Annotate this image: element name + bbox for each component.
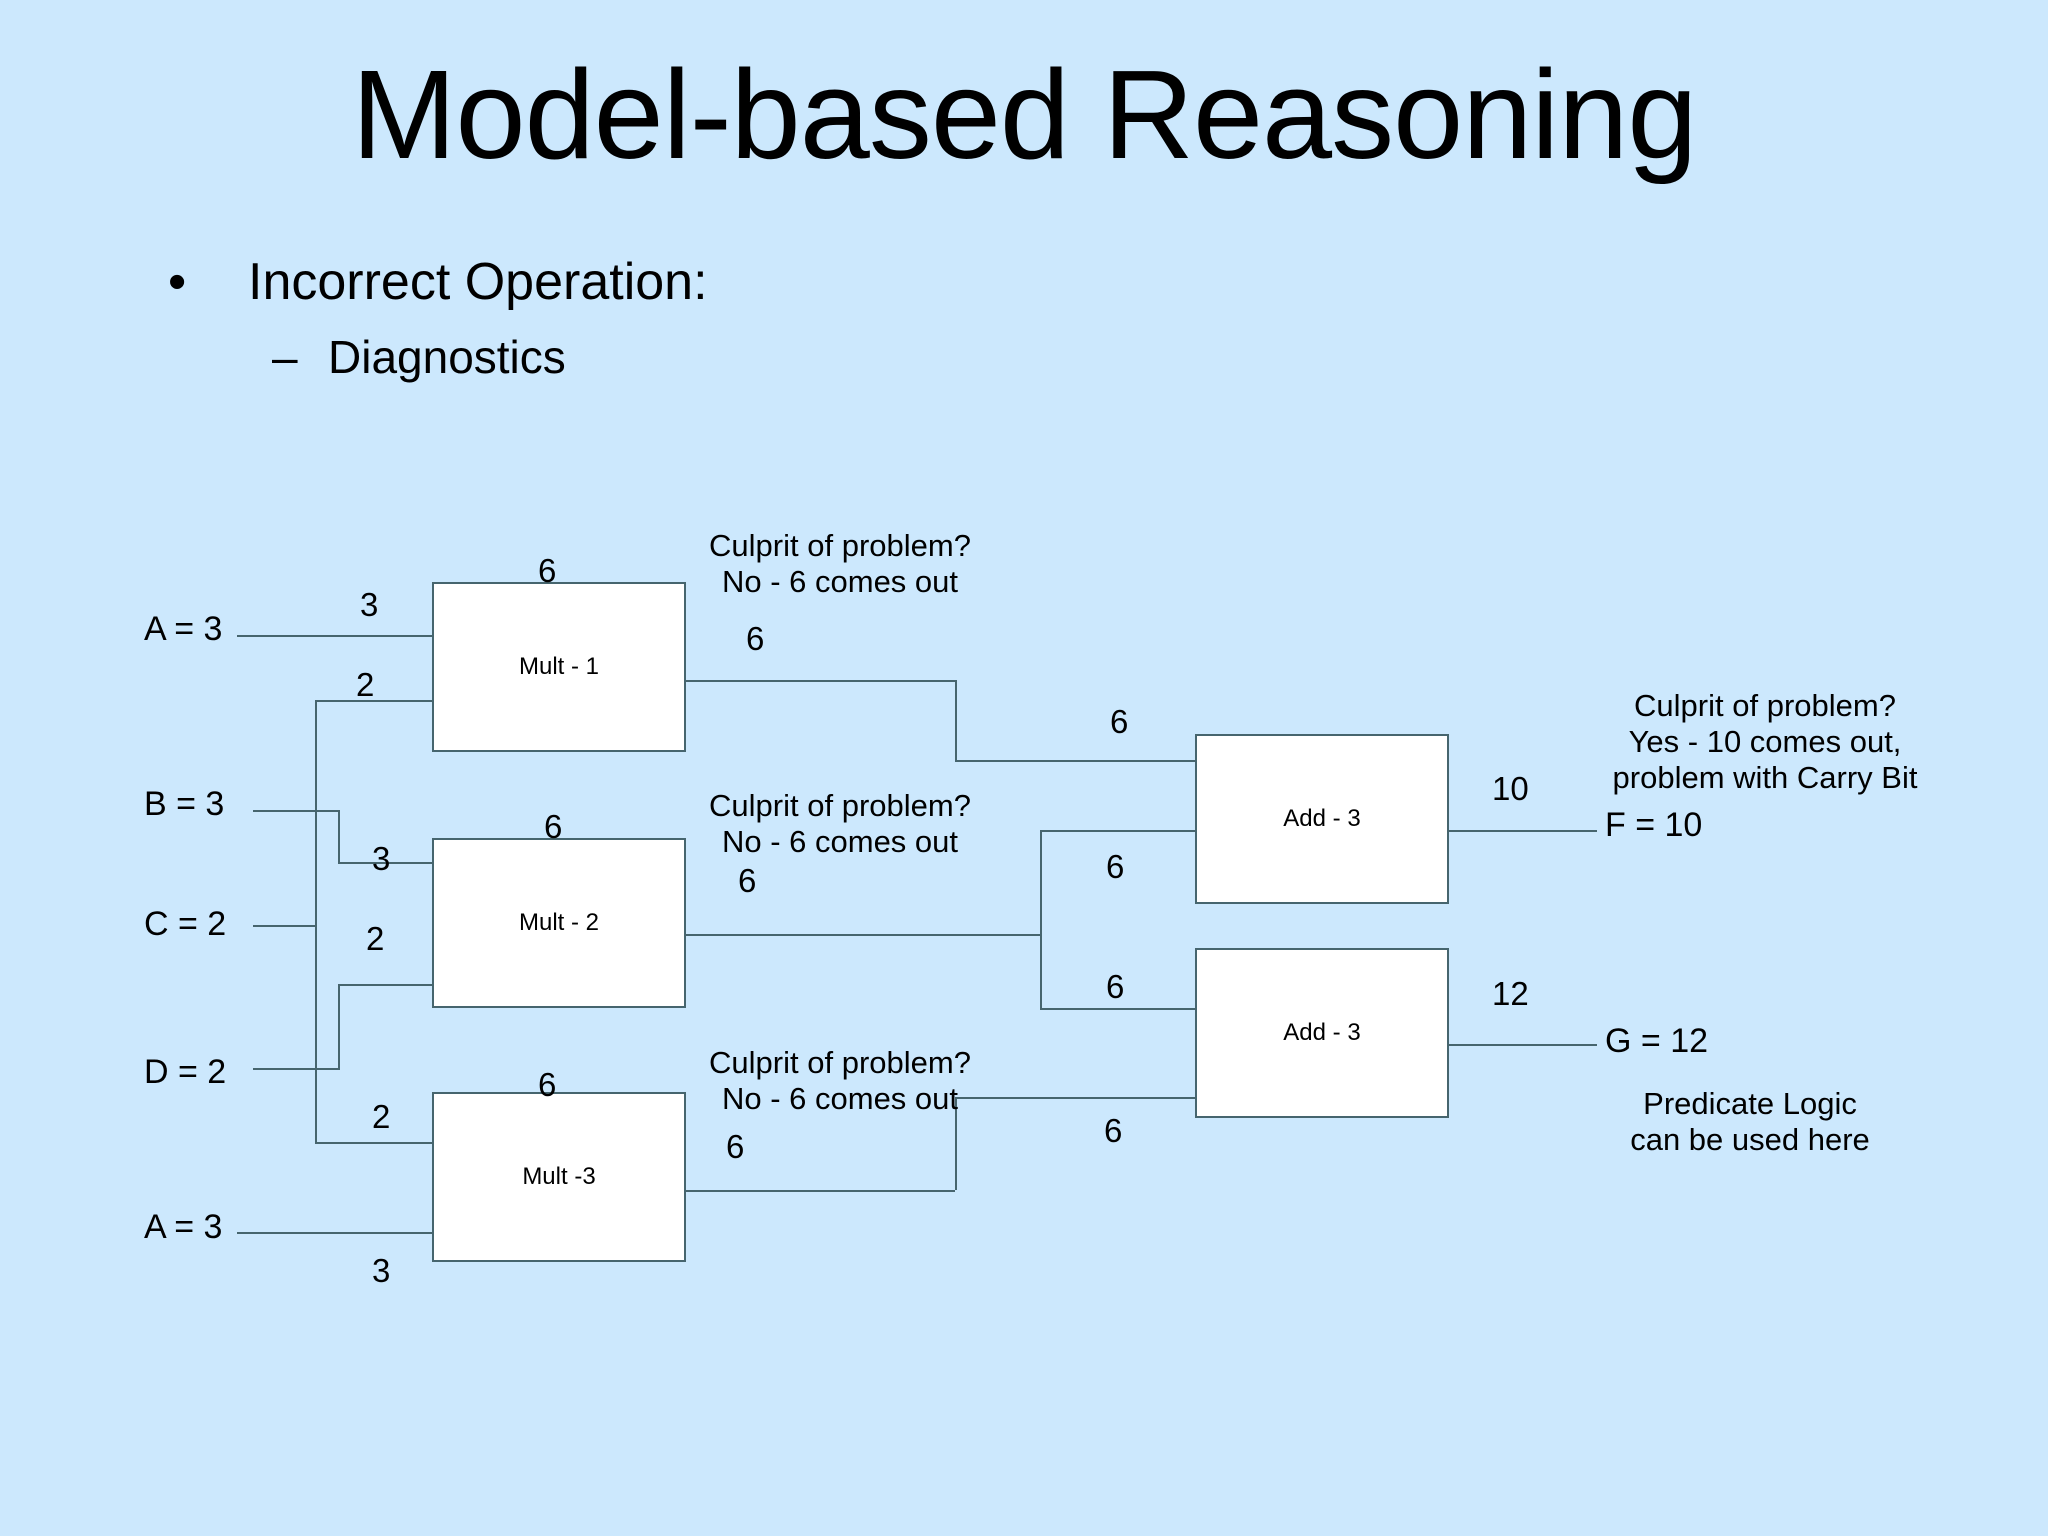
bullet-level1: • Incorrect Operation: — [168, 252, 708, 312]
wire-b-to-mult2 — [338, 862, 432, 864]
note-add1: Culprit of problem? Yes - 10 comes out, … — [1570, 688, 1960, 796]
wire-c-to-mult3 — [315, 1142, 432, 1144]
wire-mult2-out — [686, 934, 1040, 936]
signal-mult2-in-top: 3 — [372, 840, 391, 877]
wire-mult2-split-vertical — [1040, 830, 1042, 1008]
note-mult2-line1: Culprit of problem? — [709, 788, 971, 823]
input-label-b: B = 3 — [144, 785, 225, 823]
wire-d-vertical — [338, 984, 340, 1070]
wire-mult3-out — [686, 1190, 955, 1192]
wire-d-to-mult2 — [338, 984, 432, 986]
wire-mult1-out — [686, 680, 955, 682]
note-predicate-line2: can be used here — [1630, 1121, 1870, 1157]
bullet-level2: –Diagnostics — [272, 330, 566, 384]
note-mult1-line1: Culprit of problem? — [709, 528, 971, 563]
signal-mult2-in-bot: 2 — [366, 920, 385, 957]
gate-add-1[interactable]: Add - 3 — [1195, 734, 1449, 904]
signal-add2-out: 12 — [1492, 975, 1529, 1012]
signal-mult2-to-add2: 6 — [1106, 968, 1125, 1005]
signal-mult2-to-add1: 6 — [1106, 848, 1125, 885]
signal-mult3-in-top: 2 — [372, 1098, 391, 1135]
note-add1-line1: Culprit of problem? — [1634, 688, 1896, 723]
bullet-marker-icon: • — [168, 253, 187, 311]
signal-mult1-top: 6 — [538, 552, 557, 589]
output-label-f: F = 10 — [1605, 806, 1703, 844]
input-label-a1: A = 3 — [144, 610, 223, 648]
wire-mult1-to-add1 — [955, 760, 1195, 762]
signal-mult2-out: 6 — [738, 862, 757, 899]
input-label-a2: A = 3 — [144, 1208, 223, 1246]
signal-mult3-to-add2: 6 — [1104, 1112, 1123, 1149]
signal-mult3-in-bot: 3 — [372, 1252, 391, 1289]
note-mult3-line2: No - 6 comes out — [721, 1080, 959, 1116]
wire-a1-to-mult1 — [237, 635, 432, 637]
note-predicate-logic: Predicate Logic can be used here — [1575, 1086, 1925, 1158]
dash-marker-icon: – — [272, 331, 298, 383]
wire-mult3-rise — [955, 1097, 957, 1190]
signal-mult1-in-top: 3 — [360, 586, 379, 623]
wire-c-horizontal — [253, 925, 315, 927]
bullet-level1-label: Incorrect Operation: — [248, 253, 708, 311]
wire-b-horizontal — [253, 810, 338, 812]
note-mult3: Culprit of problem? No - 6 comes out — [700, 1045, 980, 1117]
output-label-g: G = 12 — [1605, 1022, 1709, 1060]
note-mult2: Culprit of problem? No - 6 comes out — [700, 788, 980, 860]
gate-mult-1[interactable]: Mult - 1 — [432, 582, 686, 752]
signal-mult2-top: 6 — [544, 808, 563, 845]
gate-add-1-label: Add - 3 — [1283, 805, 1361, 832]
gate-mult-1-label: Mult - 1 — [518, 653, 599, 680]
wire-add1-to-f — [1449, 830, 1597, 832]
input-label-c: C = 2 — [144, 905, 227, 943]
signal-mult3-out: 6 — [726, 1128, 745, 1165]
wire-a2-to-mult3 — [237, 1232, 432, 1234]
input-label-d: D = 2 — [144, 1053, 227, 1091]
wire-mult2-to-add1 — [1040, 830, 1195, 832]
signal-mult3-top: 6 — [538, 1066, 557, 1103]
gate-mult-3-label: Mult -3 — [522, 1163, 596, 1190]
gate-mult-2[interactable]: Mult - 2 — [432, 838, 686, 1008]
wire-mult2-to-add2 — [1040, 1008, 1195, 1010]
bullet-level2-label: Diagnostics — [328, 331, 566, 383]
wire-c-bus-vertical — [315, 700, 317, 1142]
wire-mult1-drop — [955, 680, 957, 760]
page-title: Model-based Reasoning — [351, 44, 1698, 185]
note-predicate-line1: Predicate Logic — [1643, 1086, 1857, 1121]
wire-add2-to-g — [1449, 1044, 1597, 1046]
note-mult1-line2: No - 6 comes out — [721, 563, 959, 599]
gate-mult-2-label: Mult - 2 — [518, 909, 599, 936]
note-mult2-line2: No - 6 comes out — [721, 823, 959, 859]
wire-b-vertical — [338, 810, 340, 862]
wire-d-horizontal — [253, 1068, 338, 1070]
note-mult1: Culprit of problem? No - 6 comes out — [700, 528, 980, 600]
wire-mult3-to-add2 — [955, 1097, 1195, 1099]
signal-mult1-to-add1: 6 — [1110, 703, 1129, 740]
note-add1-line2: Yes - 10 comes out, — [1628, 723, 1902, 759]
gate-add-2[interactable]: Add - 3 — [1195, 948, 1449, 1118]
note-mult3-line1: Culprit of problem? — [709, 1045, 971, 1080]
note-add1-line3: problem with Carry Bit — [1612, 759, 1918, 795]
wire-c-to-mult1 — [315, 700, 432, 702]
gate-add-2-label: Add - 3 — [1283, 1019, 1361, 1046]
signal-add1-out: 10 — [1492, 770, 1529, 807]
signal-mult1-out: 6 — [746, 620, 765, 657]
signal-mult1-in-bot: 2 — [356, 666, 375, 703]
gate-mult-3[interactable]: Mult -3 — [432, 1092, 686, 1262]
